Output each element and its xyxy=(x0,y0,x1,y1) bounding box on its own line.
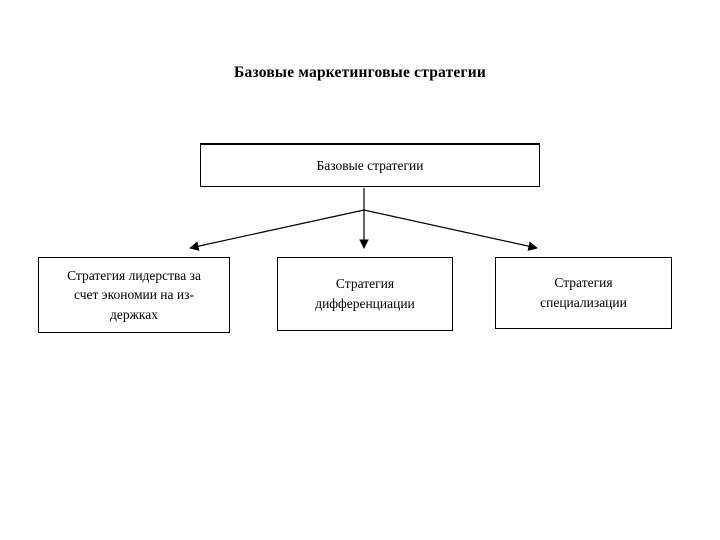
diagram-node-specialization-label: Стратегия специализации xyxy=(540,273,627,312)
diagram-node-differentiation-label: Стратегия дифференциации xyxy=(315,274,415,313)
label-line: Стратегия xyxy=(335,276,395,292)
diagram-node-root: Базовые стратегии xyxy=(200,143,540,187)
diagram-node-root-label: Базовые стратегии xyxy=(316,157,424,173)
label-line: счет экономии на из- xyxy=(74,287,194,303)
label-line: Стратегия xyxy=(554,275,613,291)
diagram-node-specialization: Стратегия специализации xyxy=(495,257,672,329)
label-line: держках xyxy=(109,306,159,322)
label-line: специализации xyxy=(540,295,627,310)
page-title: Базовые маркетинговые стратегии xyxy=(234,64,486,81)
diagram-node-differentiation: Стратегия дифференциации xyxy=(277,257,453,331)
label-line: Стратегия лидерства за xyxy=(67,267,201,283)
diagram-node-cost-leadership-label: Стратегия лидерства за счет экономии на … xyxy=(67,266,201,325)
label-line: дифференциации xyxy=(315,296,415,311)
diagram-node-cost-leadership: Стратегия лидерства за счет экономии на … xyxy=(38,257,230,333)
